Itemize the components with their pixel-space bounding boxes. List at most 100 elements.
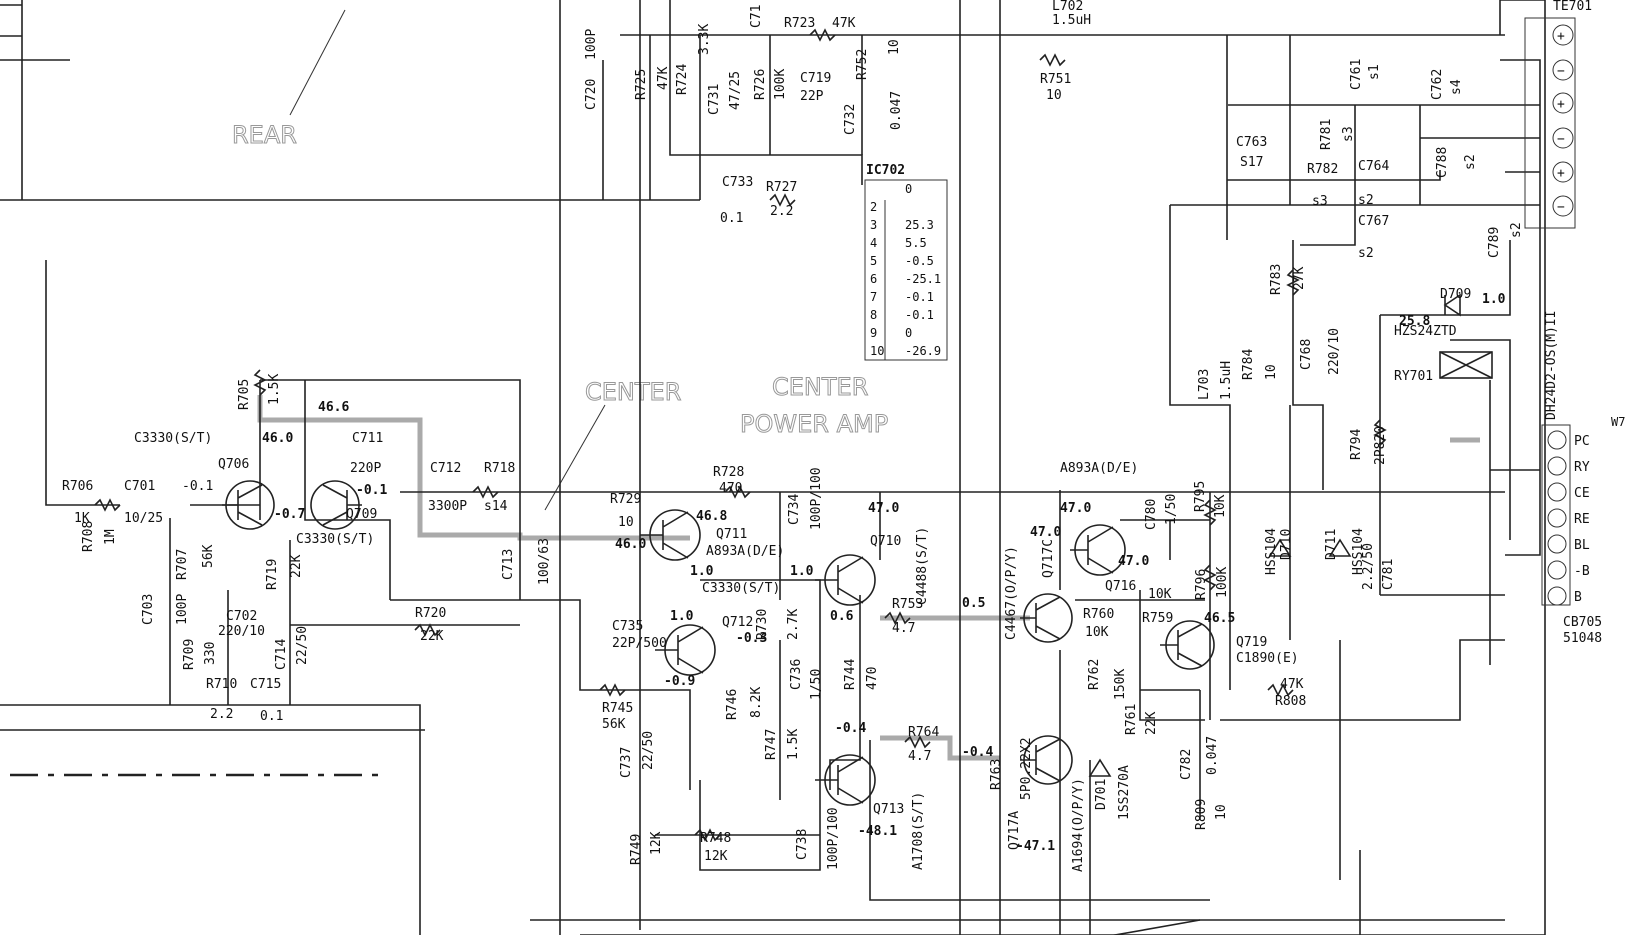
q713t-label: A1708(S/T) [911, 792, 926, 870]
r728-label: R728 [713, 465, 744, 480]
r748v-label: 12K [704, 849, 728, 864]
center-power-amp-line1: CENTER [772, 373, 868, 401]
r760v-label: 10K [1085, 625, 1109, 640]
d709-label: D709 [1440, 287, 1471, 302]
hss104b-label: HSS104 [1351, 528, 1366, 575]
connector-pin [1547, 482, 1567, 502]
q709-label: Q709 [346, 507, 377, 522]
l702-label: L702 [1052, 0, 1083, 14]
q713-label: Q713 [873, 802, 904, 817]
ic702-pin-number: 5 [870, 254, 877, 268]
r726-label: R726 [753, 69, 768, 100]
q719-label: Q719 [1236, 635, 1267, 650]
c733-label: C733 [722, 175, 753, 190]
ic702-pin-voltage: -26.9 [905, 344, 941, 358]
v10b-label: 1.0 [790, 564, 814, 579]
c715-label: C715 [250, 677, 281, 692]
r745-label: R745 [602, 701, 633, 716]
r729-label: R729 [610, 492, 641, 507]
c763v-label: S17 [1240, 155, 1263, 170]
r759v-label: 10K [1148, 587, 1172, 602]
r746v-label: 8.2K [749, 687, 764, 718]
center-power-amp-line2: POWER AMP [740, 410, 888, 438]
c762v-label: s4 [1449, 79, 1464, 95]
r707-label: R707 [175, 549, 190, 580]
r720v-label: 22K [420, 629, 444, 644]
vm04b-label: -0.4 [962, 745, 993, 760]
d709t-label: HZS24ZTD [1394, 324, 1457, 339]
vm481-label: -48.1 [858, 824, 897, 839]
ic702-pin-voltage: -0.1 [905, 308, 934, 322]
c781v-label: 2.2/50 [1361, 543, 1376, 590]
terminal-polarity: + [1557, 166, 1565, 181]
c782v-label: 0.047 [1205, 736, 1220, 775]
c719-label: C719 [800, 71, 831, 86]
ic702-pin-number: 4 [870, 236, 877, 250]
c733v-label: 0.1 [720, 211, 743, 226]
d701t-label: 1SS270A [1117, 765, 1132, 820]
ic702-pin-number: 10 [870, 344, 884, 358]
r795-label: R795 [1193, 481, 1208, 512]
c788-label: C788 [1435, 147, 1450, 178]
r719-label: R719 [265, 559, 280, 590]
r746-label: R746 [725, 689, 740, 720]
r762v-label: 150K [1113, 669, 1128, 700]
q717ct-label: C4467(O/P/Y) [1004, 546, 1019, 640]
r725-label: R725 [634, 69, 649, 100]
r762-label: R762 [1087, 659, 1102, 690]
c3330b-label: C3330(S/T) [296, 532, 374, 547]
transistor-q710 [815, 554, 876, 606]
cable-label: DH24D2-OS(M)II [1544, 310, 1559, 420]
q712-label: Q712 [722, 615, 753, 630]
v466-label: 46.6 [318, 400, 349, 415]
transistor-q706 [222, 480, 275, 530]
c735v-label: 22P/500 [612, 636, 667, 651]
connector-pin [1547, 534, 1567, 554]
v470-label: 47.0 [868, 501, 899, 516]
vm471-label: -47.1 [1016, 839, 1055, 854]
c720v-label: 100P [584, 29, 599, 60]
pc-suffix: W7 [1611, 415, 1625, 429]
terminal-screw [1552, 127, 1574, 149]
c738v-label: 100P/100 [826, 807, 841, 870]
center-label: CENTER [585, 378, 681, 406]
connector-pin-label: -B [1574, 564, 1590, 579]
c713-label: C713 [501, 549, 516, 580]
connector-pin-label: BL [1574, 538, 1590, 553]
q710-label: Q710 [870, 534, 901, 549]
r727-label: R727 [766, 180, 797, 195]
r747-label: R747 [764, 729, 779, 760]
vm01-label: -0.1 [356, 483, 387, 498]
r706-label: R706 [62, 479, 93, 494]
r784v-label: 10 [1264, 364, 1279, 380]
vm04-label: -0.4 [835, 721, 866, 736]
diode-d709 [1443, 293, 1461, 317]
c734v-label: 100P/100 [809, 467, 824, 530]
r752-label: R752 [855, 49, 870, 80]
ic702-pin-voltage: 0 [905, 326, 912, 340]
c767-label: C767 [1358, 214, 1389, 229]
r751v-label: 10 [1046, 88, 1062, 103]
r730v-label: 2.7K [786, 609, 801, 640]
connector-pin-label: RE [1574, 512, 1590, 527]
terminal-screw [1552, 59, 1574, 81]
c715v-label: 0.1 [260, 709, 283, 724]
r763-label: R763 [989, 759, 1004, 790]
r720-label: R720 [415, 606, 446, 621]
c736v-label: 1/50 [809, 669, 824, 700]
q719t-label: C1890(E) [1236, 651, 1299, 666]
c737v-label: 22/50 [641, 731, 656, 770]
r749v-label: 12K [649, 831, 664, 855]
vm03-label: -0.3 [736, 631, 767, 646]
hss104a-label: HSS104 [1264, 528, 1279, 575]
r709-label: R709 [182, 639, 197, 670]
v468-label: 46.8 [696, 509, 727, 524]
resistor-symbols [94, 28, 1387, 842]
r723v-label: 47K [832, 16, 856, 31]
terminal-screw [1552, 24, 1574, 46]
connector-pin [1547, 456, 1567, 476]
c768v-label: 220/10 [1327, 328, 1342, 375]
c761-label: C761 [1349, 59, 1364, 90]
